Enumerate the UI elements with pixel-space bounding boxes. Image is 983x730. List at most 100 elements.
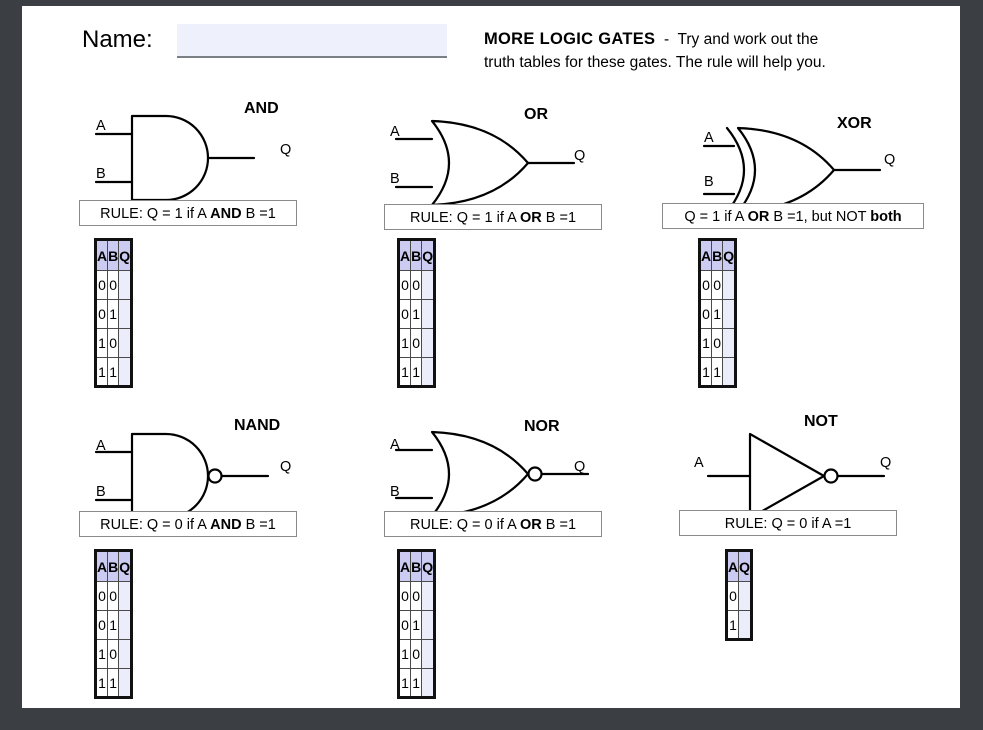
input-cell-a-3: 1 — [698, 357, 713, 387]
input-cell-b-2: 0 — [711, 328, 724, 358]
gate-label-nor: NOR — [524, 418, 560, 435]
rule-text-part: OR — [747, 209, 770, 225]
column-header-q: Q — [118, 239, 133, 271]
rule-box-nor: RULE: Q = 0 if A OR B =1 — [384, 511, 602, 537]
answer-cell-q-1[interactable] — [118, 610, 133, 640]
column-header-q: Q — [738, 550, 753, 582]
input-cell-a-3: 1 — [94, 668, 109, 698]
input-cell-b-3: 1 — [410, 357, 423, 387]
worksheet-title: MORE LOGIC GATES - Try and work out the … — [484, 28, 934, 74]
pin-label-a-not: A — [694, 455, 704, 471]
rule-box-nand: RULE: Q = 0 if A AND B =1 — [79, 511, 297, 537]
answer-cell-q-0[interactable] — [738, 581, 753, 611]
column-header-q: Q — [421, 239, 436, 271]
input-cell-b-0: 0 — [711, 270, 724, 300]
pin-label-a-xor: A — [704, 130, 714, 146]
rule-text-part: RULE: Q = 1 if A — [100, 206, 211, 222]
answer-cell-q-1[interactable] — [421, 610, 436, 640]
input-cell-a-1: 0 — [94, 610, 109, 640]
column-header-b: B — [107, 239, 120, 271]
column-header-q: Q — [421, 550, 436, 582]
answer-cell-q-0[interactable] — [421, 270, 436, 300]
rule-text-part: B =1 — [541, 517, 577, 533]
answer-cell-q-3[interactable] — [118, 668, 133, 698]
input-cell-a-2: 1 — [698, 328, 713, 358]
answer-cell-q-3[interactable] — [118, 357, 133, 387]
column-header-a: A — [725, 550, 740, 582]
answer-cell-q-1[interactable] — [738, 610, 753, 640]
worksheet-header: Name: MORE LOGIC GATES - Try and work ou… — [22, 6, 960, 86]
input-cell-a-0: 0 — [94, 270, 109, 300]
input-cell-b-3: 1 — [410, 668, 423, 698]
input-cell-a-3: 1 — [397, 357, 412, 387]
input-cell-b-3: 1 — [107, 668, 120, 698]
rule-text-part: both — [870, 209, 902, 225]
input-cell-a-1: 0 — [397, 299, 412, 329]
rule-text-part: OR — [520, 517, 542, 533]
answer-cell-q-2[interactable] — [118, 639, 133, 669]
pin-label-a-and: A — [96, 118, 106, 134]
pin-label-a-or: A — [390, 124, 400, 140]
answer-cell-q-2[interactable] — [118, 328, 133, 358]
answer-cell-q-2[interactable] — [421, 328, 436, 358]
gate-label-not: NOT — [804, 413, 838, 430]
column-header-b: B — [410, 550, 423, 582]
title-instructions-line1: Try and work out the — [677, 31, 819, 48]
input-cell-b-0: 0 — [410, 270, 423, 300]
input-cell-a-0: 0 — [94, 581, 109, 611]
pin-label-q-nand: Q — [280, 459, 292, 475]
input-cell-b-0: 0 — [107, 270, 120, 300]
gate-symbol-and — [84, 106, 289, 216]
answer-cell-q-0[interactable] — [118, 581, 133, 611]
answer-cell-q-0[interactable] — [722, 270, 737, 300]
pin-label-b-nor: B — [390, 484, 400, 500]
rule-text-part: B =1 — [241, 206, 276, 222]
column-header-a: A — [94, 550, 109, 582]
answer-cell-q-3[interactable] — [421, 668, 436, 698]
pin-label-q-or: Q — [574, 148, 586, 164]
answer-cell-q-0[interactable] — [421, 581, 436, 611]
answer-cell-q-2[interactable] — [722, 328, 737, 358]
pin-label-b-or: B — [390, 171, 400, 187]
name-label: Name: — [82, 26, 153, 53]
column-header-q: Q — [722, 239, 737, 271]
answer-cell-q-1[interactable] — [722, 299, 737, 329]
answer-cell-q-1[interactable] — [421, 299, 436, 329]
input-cell-b-1: 1 — [711, 299, 724, 329]
pin-label-b-nand: B — [96, 484, 106, 500]
rule-text-part: RULE: Q = 0 if A =1 — [724, 516, 852, 532]
input-cell-a-2: 1 — [94, 639, 109, 669]
gate-label-nand: NAND — [234, 417, 281, 434]
rule-box-xor: Q = 1 if A OR B =1, but NOT both — [662, 203, 924, 229]
input-cell-a-0: 0 — [397, 581, 412, 611]
answer-cell-q-0[interactable] — [118, 270, 133, 300]
title-instructions-line2: truth tables for these gates. The rule w… — [484, 54, 826, 71]
input-cell-a-0: 0 — [698, 270, 713, 300]
input-cell-b-1: 1 — [410, 610, 423, 640]
title-heading: MORE LOGIC GATES — [484, 30, 656, 48]
rule-text-part: B =1, but NOT — [769, 209, 871, 225]
name-input[interactable] — [177, 24, 447, 58]
pin-label-q-and: Q — [280, 142, 292, 158]
answer-cell-q-1[interactable] — [118, 299, 133, 329]
input-cell-b-1: 1 — [410, 299, 423, 329]
table-row: 1 — [725, 610, 753, 640]
rule-box-or: RULE: Q = 1 if A OR B =1 — [384, 204, 602, 230]
rule-text-part: B =1 — [541, 210, 577, 226]
gate-label-and: AND — [244, 100, 279, 117]
answer-cell-q-2[interactable] — [421, 639, 436, 669]
answer-cell-q-3[interactable] — [722, 357, 737, 387]
answer-cell-q-3[interactable] — [421, 357, 436, 387]
